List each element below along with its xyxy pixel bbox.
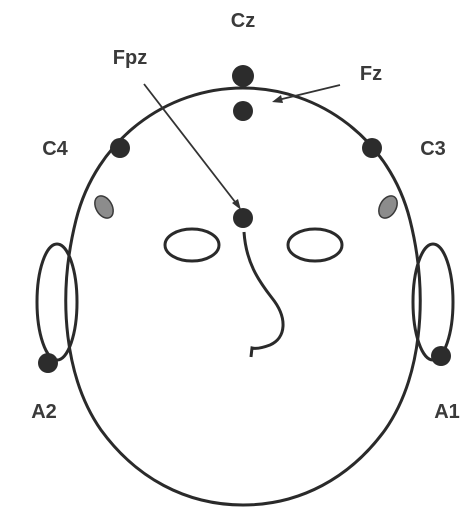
fz-arrowhead [272,95,283,103]
right-ground-pad [91,193,117,222]
right-eye [165,229,219,261]
right-ear-outline [37,244,77,360]
fpz-electrode [233,208,253,228]
c4-label: C4 [42,138,68,160]
fpz-pointer-line [144,84,239,207]
a1-label: A1 [434,401,460,423]
cz-electrode [232,65,254,87]
nose-outline [244,232,283,357]
a2-label: A2 [31,401,57,423]
a1-electrode [431,346,451,366]
fz-label: Fz [360,63,382,85]
c4-electrode [110,138,130,158]
left-ground-pad [375,193,401,222]
fpz-label: Fpz [113,47,147,69]
cz-label: Cz [231,10,255,32]
fz-electrode [233,101,253,121]
left-eye [288,229,342,261]
c3-electrode [362,138,382,158]
a2-electrode [38,353,58,373]
c3-label: C3 [420,138,446,160]
